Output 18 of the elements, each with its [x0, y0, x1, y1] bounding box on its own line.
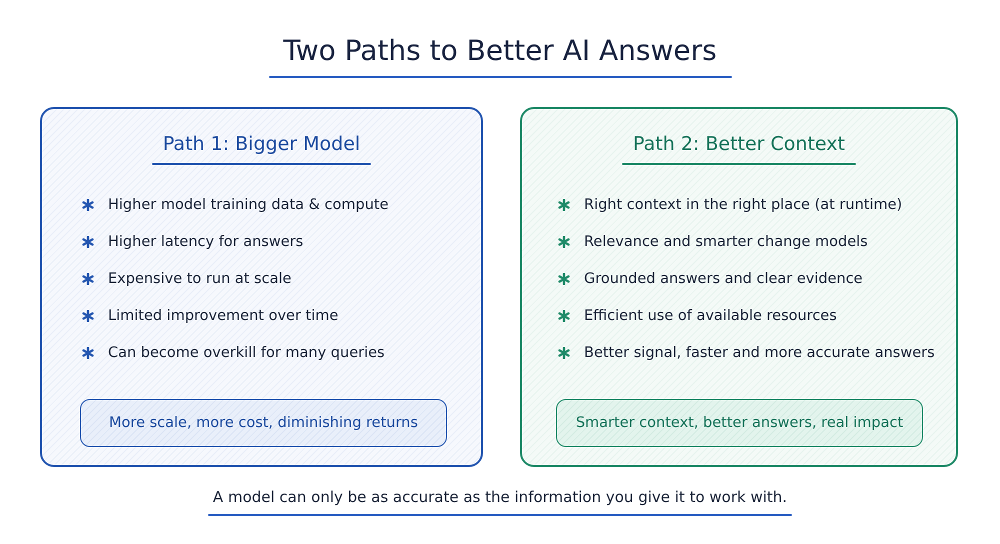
summary-banner: Smarter context, better answers, real impact	[556, 399, 923, 447]
panel-card	[520, 107, 958, 467]
bullet-text: Limited improvement over time	[108, 307, 338, 326]
title: Two Paths to Better AI Answers	[283, 34, 717, 67]
panel-heading: Path 2: Better Context	[633, 133, 845, 155]
bullet-text: Better signal, faster and more accurate answers	[584, 344, 935, 363]
bullet-text: Can become overkill for many queries	[108, 344, 385, 363]
bullet-text: Expensive to run at scale	[108, 270, 292, 289]
bullet-text: Higher latency for answers	[108, 233, 304, 252]
panel-card	[40, 107, 483, 467]
bullet-text: Higher model training data & compute	[108, 196, 389, 215]
bullet-text: Efficient use of available resources	[584, 307, 837, 326]
summary-banner: More scale, more cost, diminishing returns	[80, 399, 447, 447]
caption-text: A model can only be as accurate as the information you give it to work with.	[212, 488, 788, 506]
bullet-text: Relevance and smarter change models	[584, 233, 868, 252]
panel-heading: Path 1: Bigger Model	[162, 133, 360, 155]
bullet-text: Grounded answers and clear evidence	[584, 270, 863, 289]
bullet-text: Right context in the right place (at runtime)	[584, 196, 902, 215]
